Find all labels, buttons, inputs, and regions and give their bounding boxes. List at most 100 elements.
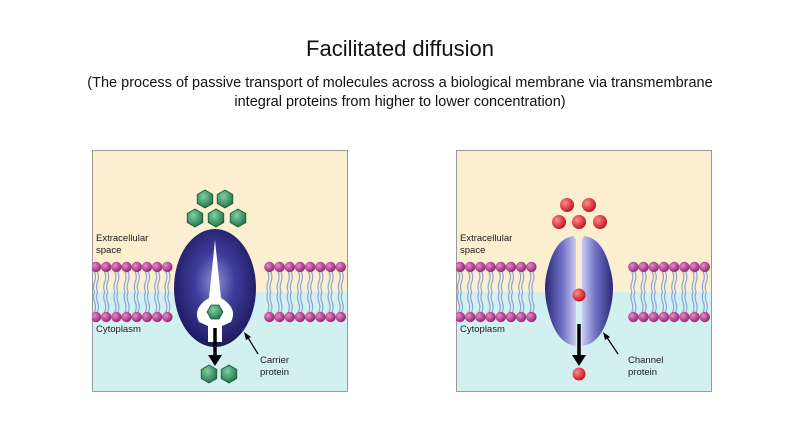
lipid-head <box>100 261 112 273</box>
lipid-head <box>141 261 153 273</box>
lipid-tail <box>307 271 314 293</box>
molecule-sphere <box>552 215 566 229</box>
lipid-tail <box>154 271 161 293</box>
lipid-head <box>648 261 660 273</box>
lipid-head <box>131 261 143 273</box>
lipid-head <box>274 261 285 273</box>
lipid-tail <box>164 291 171 313</box>
lipid-head <box>648 311 660 323</box>
lipid-head <box>638 261 649 273</box>
lipid-tail <box>691 291 698 313</box>
lipid-tail <box>528 291 535 313</box>
lipid-head <box>92 261 102 273</box>
channel-diagram: Extracellular space Cytoplasm Channel pr… <box>456 150 712 392</box>
protein-label-line-2: protein <box>260 367 289 378</box>
lipid-tail <box>103 271 110 293</box>
lipid-head <box>668 261 680 273</box>
lipid-tail <box>266 291 273 313</box>
lipid-head <box>668 311 680 323</box>
molecule-hexagon <box>220 364 238 384</box>
subtitle-line-1: (The process of passive transport of mol… <box>87 75 713 91</box>
lipid-tail <box>518 291 525 313</box>
protein-label-line-2: protein <box>628 367 657 378</box>
lipid-tail <box>113 291 120 313</box>
lipid-tail <box>640 271 647 293</box>
lipid-tail <box>701 291 708 313</box>
subtitle-line-2: integral proteins from higher to lower c… <box>234 94 566 110</box>
lipid-tail <box>337 271 344 293</box>
lipid-head <box>325 311 336 323</box>
lipid-tail <box>317 271 324 293</box>
lipid-tail <box>507 291 515 313</box>
lipid-head <box>689 261 700 273</box>
lipid-tail <box>456 271 464 293</box>
molecules-extracellular <box>186 189 247 228</box>
lipid-head <box>658 261 670 273</box>
protein-label: Carrier <box>260 355 289 366</box>
lipid-tail <box>671 291 678 313</box>
panel-border <box>456 150 712 392</box>
lipid-tail <box>276 291 283 313</box>
lipid-tail <box>640 291 647 313</box>
molecule-sphere <box>593 215 607 229</box>
lipid-tail <box>691 271 698 293</box>
lipid-head <box>679 311 690 323</box>
lipid-tail <box>467 291 474 313</box>
lipid-head <box>515 261 527 273</box>
molecule-sphere <box>582 198 596 212</box>
lipid-tail <box>154 291 161 313</box>
lipid-tail <box>477 291 484 313</box>
lipid-head <box>111 261 122 273</box>
lipid-head <box>456 311 466 323</box>
diffusion-arrowhead <box>572 355 586 366</box>
lipid-head <box>464 261 476 273</box>
molecules-cytoplasm <box>200 364 238 384</box>
lipid-tail <box>164 271 171 293</box>
lipid-head <box>335 311 347 323</box>
lipid-tail <box>133 271 140 293</box>
lipid-head <box>628 261 639 273</box>
lipid-tail <box>528 271 535 293</box>
lipid-head <box>495 261 507 273</box>
molecule-hexagon <box>200 364 218 384</box>
diagram-subtitle: (The process of passive transport of mol… <box>60 74 740 112</box>
lipid-tail <box>518 271 525 293</box>
lipid-head <box>475 311 486 323</box>
lipid-tail <box>327 271 334 293</box>
protein-leader-line <box>246 335 259 355</box>
lipid-head <box>162 311 173 323</box>
molecule-sphere <box>572 215 586 229</box>
protein-leader-line <box>605 335 619 355</box>
lipid-tail <box>456 291 464 313</box>
lipid-head <box>315 311 326 323</box>
lipid-head <box>658 311 670 323</box>
lipid-head <box>505 311 517 323</box>
carrier-binding-site <box>196 240 234 342</box>
lipid-tail <box>337 291 344 313</box>
lipid-head <box>325 261 336 273</box>
extracellular-label: Extracellular <box>96 233 148 244</box>
lipid-tail <box>92 271 100 293</box>
cytoplasm-label: Cytoplasm <box>460 324 505 335</box>
lipid-tail <box>276 271 283 293</box>
lipid-head <box>485 261 496 273</box>
lipid-head <box>304 311 316 323</box>
lipid-head <box>121 261 132 273</box>
lipid-bilayer <box>92 261 347 323</box>
lipid-tail <box>681 291 688 313</box>
channel-protein-right-half <box>582 236 613 346</box>
lipid-head <box>638 311 649 323</box>
channel-protein-panel: Extracellular space Cytoplasm Channel pr… <box>456 150 712 392</box>
lipid-head <box>121 311 132 323</box>
extracellular-label-line-2: space <box>96 245 121 256</box>
protein-label: Channel <box>628 355 663 366</box>
lipid-tail <box>650 271 657 293</box>
molecule-sphere-in-channel <box>572 288 586 302</box>
lipid-tail <box>143 271 151 293</box>
lipid-head <box>464 311 476 323</box>
diagram-title: Facilitated diffusion <box>306 36 494 61</box>
lipid-tail <box>487 291 494 313</box>
lipid-head <box>456 261 466 273</box>
lipid-head <box>151 311 163 323</box>
lipid-tail <box>307 291 314 313</box>
